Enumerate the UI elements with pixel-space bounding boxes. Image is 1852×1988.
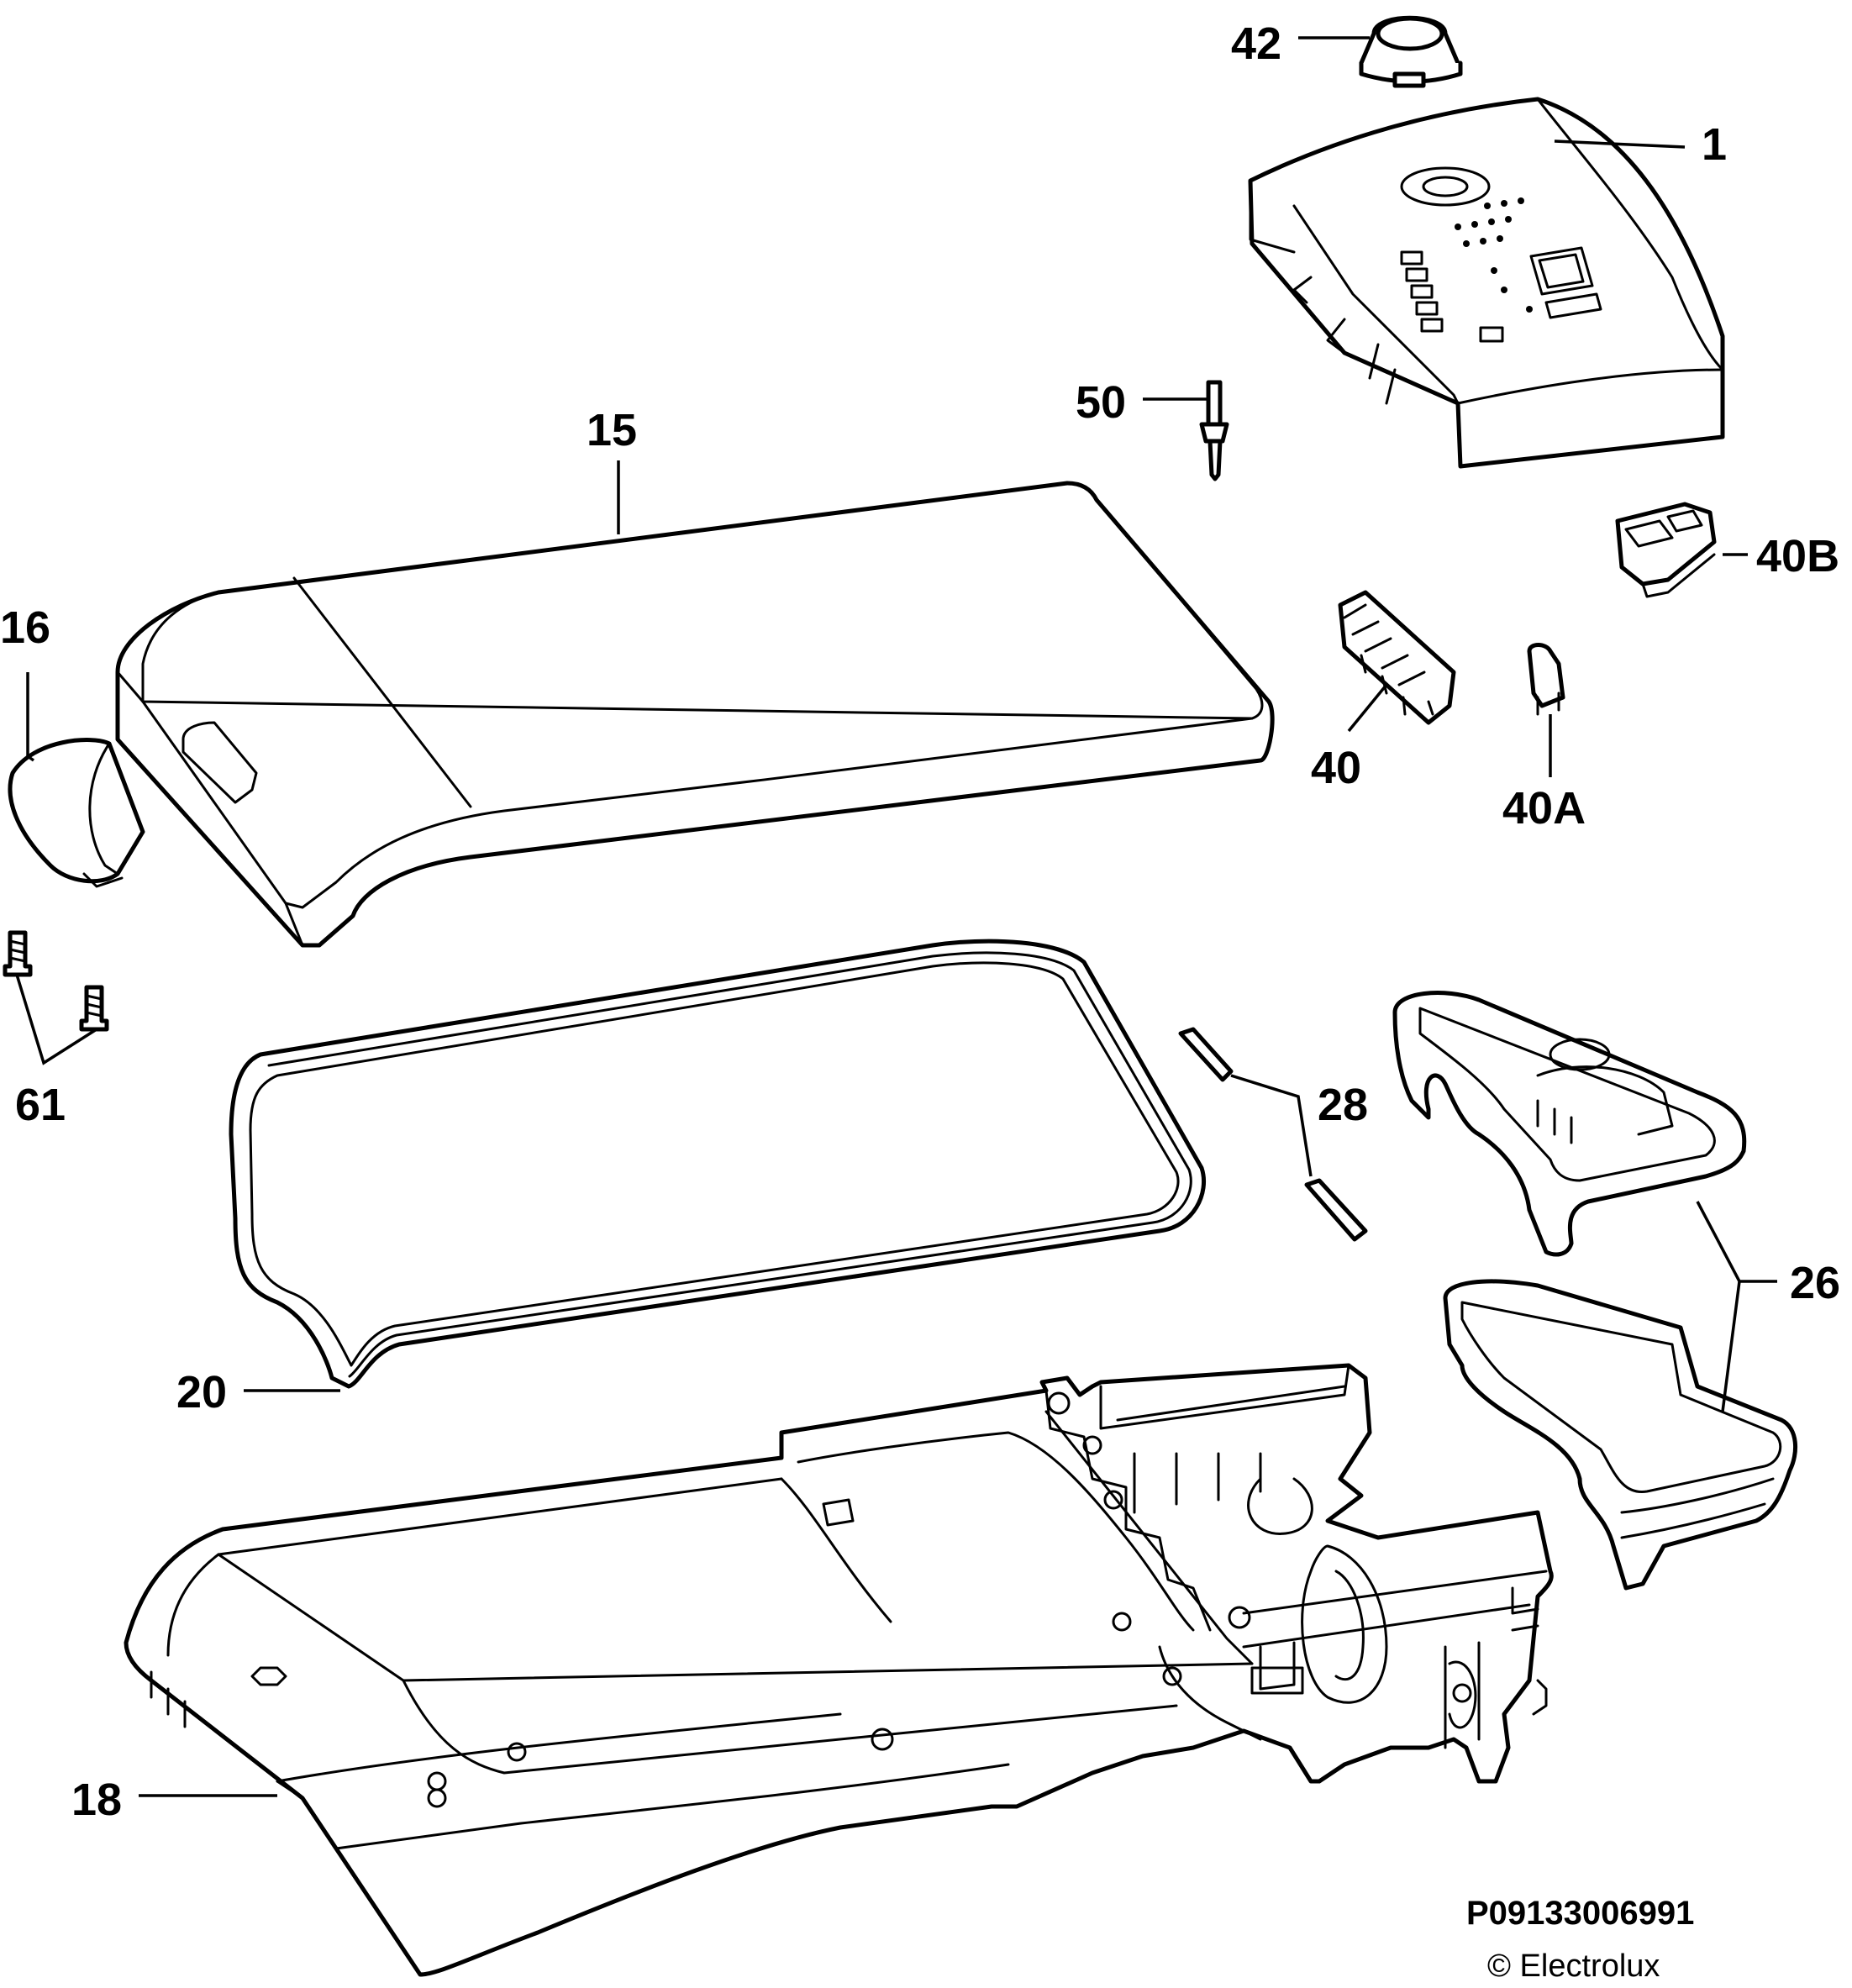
drawing-reference-number: P09133006991 bbox=[1466, 1895, 1694, 1932]
part-15-lid bbox=[115, 481, 1275, 948]
part-61-screws bbox=[3, 930, 109, 1032]
part-42-knob bbox=[1359, 15, 1463, 88]
callout-18: 18 bbox=[71, 1775, 122, 1825]
part-16-end-cap bbox=[8, 738, 145, 888]
copyright-notice: © Electrolux bbox=[1487, 1949, 1660, 1984]
callout-20: 20 bbox=[176, 1367, 227, 1417]
callout-61: 61 bbox=[15, 1080, 66, 1130]
indicator-dots bbox=[1455, 197, 1533, 313]
part-26-dispenser-lower bbox=[1443, 1279, 1798, 1591]
part-50-pin bbox=[1199, 380, 1229, 481]
callout-labels: 42 1 50 15 16 40B 40 40A 61 28 26 20 18 bbox=[0, 18, 1840, 1825]
callout-42: 42 bbox=[1231, 18, 1281, 69]
part-40-button-block bbox=[1338, 590, 1456, 725]
callout-40B: 40B bbox=[1756, 531, 1839, 581]
part-20-gasket bbox=[229, 939, 1207, 1389]
leader-lines bbox=[15, 36, 1777, 1797]
part-1-control-panel bbox=[1248, 97, 1725, 469]
callout-26: 26 bbox=[1790, 1258, 1840, 1308]
callout-28: 28 bbox=[1318, 1080, 1368, 1130]
callout-40A: 40A bbox=[1502, 783, 1586, 834]
part-28-pins bbox=[1178, 1027, 1368, 1242]
part-18-base-frame bbox=[124, 1363, 1554, 1977]
callout-1: 1 bbox=[1702, 119, 1727, 170]
callout-50: 50 bbox=[1076, 377, 1126, 428]
callout-16: 16 bbox=[0, 602, 50, 653]
part-40A-button bbox=[1527, 643, 1565, 716]
part-26-dispenser-upper bbox=[1392, 991, 1747, 1257]
part-40B-button bbox=[1615, 502, 1717, 598]
callout-40: 40 bbox=[1311, 743, 1361, 793]
callout-15: 15 bbox=[587, 405, 637, 455]
